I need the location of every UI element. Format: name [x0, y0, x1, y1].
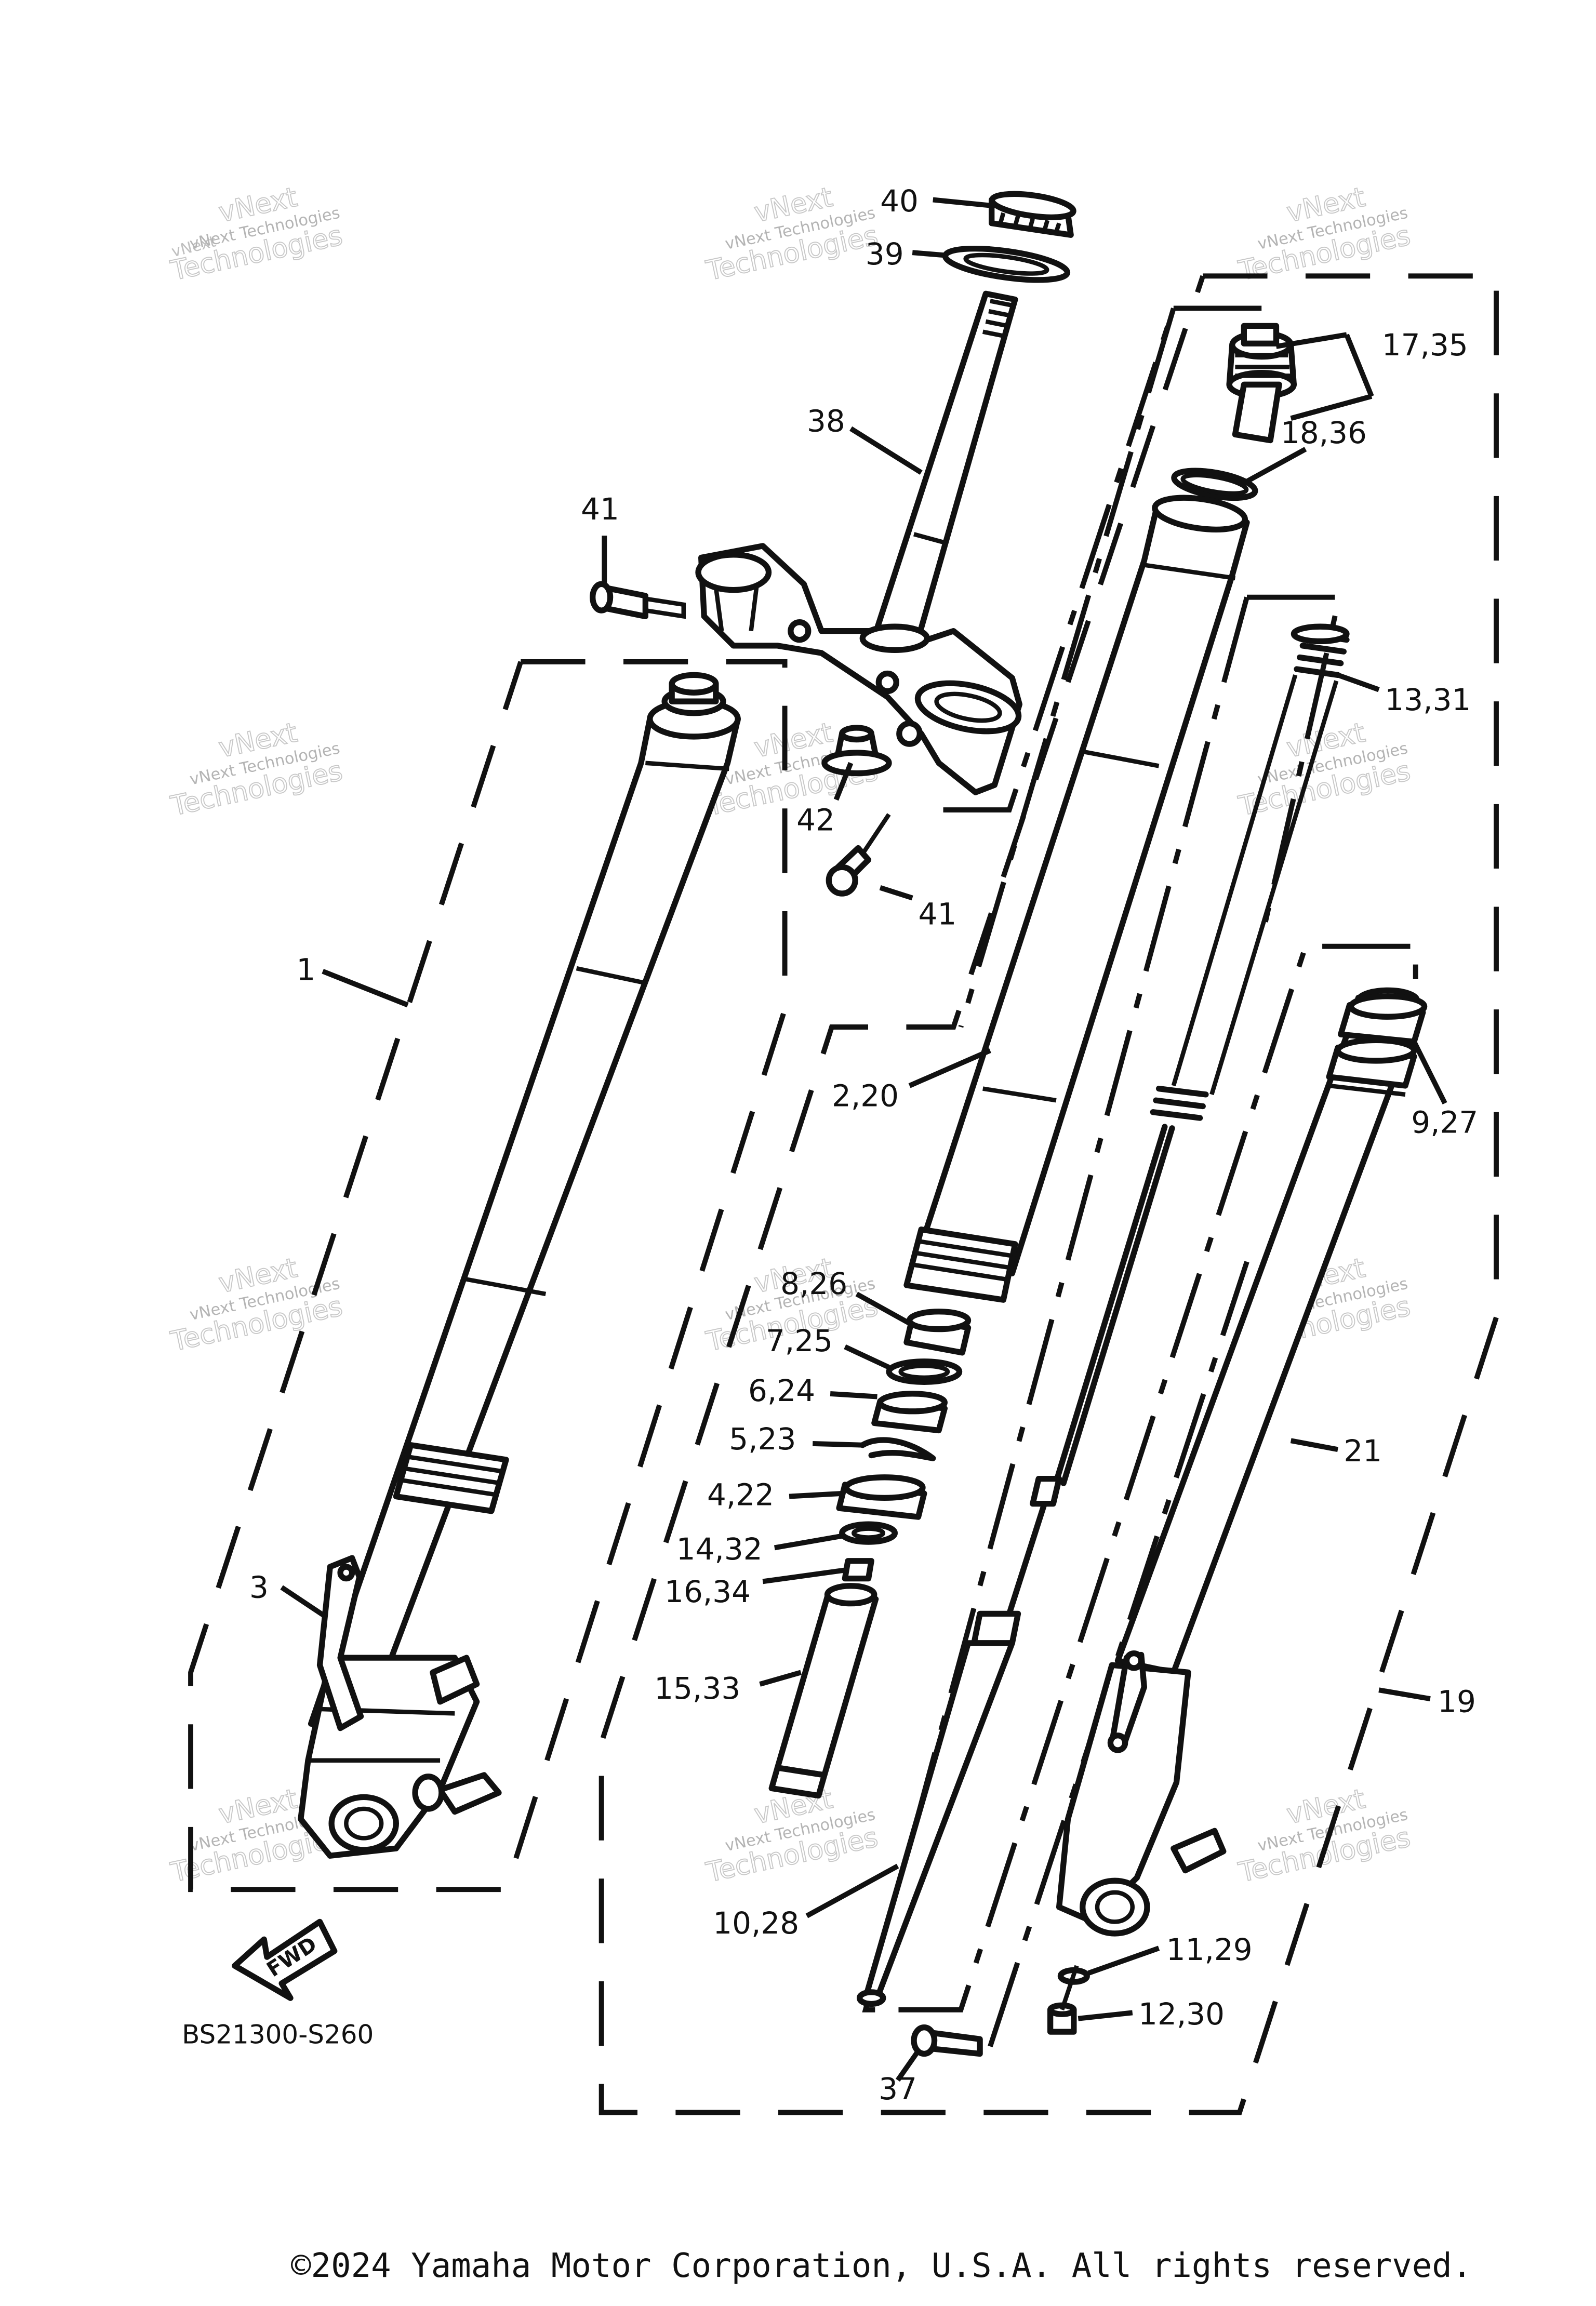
steering-stem-38 [874, 290, 1018, 642]
callout-7-25: 7,25 [766, 1323, 833, 1358]
leader-lines [280, 197, 1447, 2082]
callout-42: 42 [796, 803, 835, 838]
callout-9-27: 9,27 [1411, 1104, 1478, 1140]
callout-40: 40 [880, 183, 919, 219]
outer-tube-2-20 [903, 495, 1250, 1303]
callouts: 40 39 38 41 41 42 1 3 2,20 17,35 18,36 1… [249, 183, 1478, 2107]
callout-41-bottom: 41 [919, 896, 957, 931]
assembly-outline-right [598, 273, 1499, 2115]
callout-14-32: 14,32 [676, 1531, 763, 1567]
callout-41-top: 41 [581, 491, 619, 527]
bolt-37 [911, 2024, 983, 2057]
bolt-12-30 [1047, 1965, 1079, 2035]
callout-39: 39 [866, 236, 904, 272]
cap-nut-42 [821, 725, 892, 777]
cap-bolt-17-35 [1226, 323, 1297, 444]
bushing-9-27 [1338, 993, 1428, 1045]
callout-38: 38 [807, 404, 845, 439]
callout-13-31: 13,31 [1385, 682, 1471, 717]
callout-1: 1 [296, 952, 315, 988]
callout-5-23: 5,23 [729, 1421, 796, 1457]
callout-12-30: 12,30 [1138, 1996, 1225, 2032]
callout-15-33: 15,33 [654, 1671, 740, 1706]
callout-16-34: 16,34 [664, 1574, 751, 1609]
callout-21: 21 [1344, 1433, 1382, 1469]
callout-19: 19 [1438, 1684, 1476, 1719]
bearing-seal-39 [942, 246, 1071, 283]
callout-18-36: 18,36 [1281, 415, 1367, 450]
bolt-41-bottom [826, 813, 891, 897]
o-ring-18-36 [1171, 468, 1258, 501]
spring-13-31 [1150, 623, 1350, 1121]
callout-10-28: 10,28 [713, 1905, 799, 1941]
assembly-outline-outer-tube [943, 305, 1273, 1028]
callout-17-35: 17,35 [1382, 327, 1468, 363]
fork-assembly-left [298, 672, 741, 1859]
ring-nut-40 [989, 191, 1076, 238]
callout-8-26: 8,26 [780, 1266, 847, 1301]
lower-bracket [695, 543, 1023, 795]
callout-37: 37 [879, 2071, 917, 2107]
callout-2-20: 2,20 [832, 1078, 899, 1113]
callout-4-22: 4,22 [707, 1477, 774, 1512]
piston-15-33 [768, 1583, 879, 1799]
damper-rod [856, 1124, 1175, 2007]
seal-stack [836, 1309, 972, 1582]
callout-3: 3 [249, 1569, 269, 1605]
fwd-arrow: FWD [232, 1918, 338, 2001]
callout-6-24: 6,24 [748, 1373, 815, 1408]
diagram-code: BS21300-S260 [182, 2020, 374, 2050]
assembly-outline-left [188, 659, 788, 1892]
bolt-41-top [590, 581, 686, 620]
callout-11-29: 11,29 [1166, 1932, 1253, 1967]
copyright-notice: ©2024 Yamaha Motor Corporation, U.S.A. A… [291, 2247, 1472, 2285]
